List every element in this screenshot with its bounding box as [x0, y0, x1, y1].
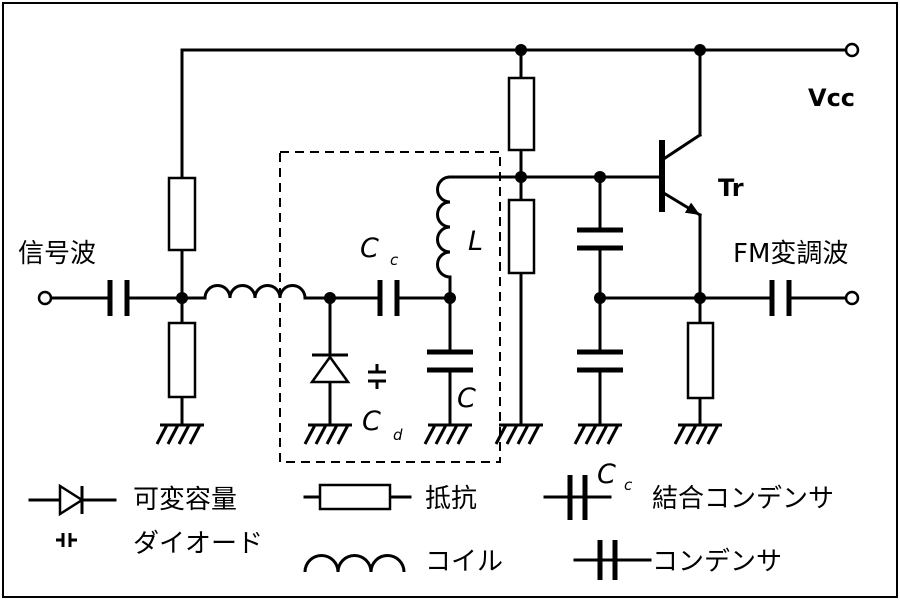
legend-coil-label: コイル — [425, 547, 503, 577]
resistor-bias-upper — [507, 76, 536, 152]
ground-symbols — [155, 423, 722, 445]
transistor-tr — [659, 132, 703, 218]
coupling-cap-subscript: c — [390, 251, 399, 269]
vcc-label: Vcc — [808, 84, 855, 112]
input-coil — [203, 284, 307, 299]
capacitor-c-label: C — [457, 383, 476, 414]
capacitor-c — [427, 349, 473, 373]
coil-l-label: L — [468, 226, 483, 257]
resistor-input-lower — [167, 321, 197, 399]
junction-dots — [176, 44, 706, 304]
transistor-label: Tr — [718, 174, 744, 202]
output-terminal — [844, 290, 860, 306]
legend-coupling-capacitor-label: 結合コンデンサ — [652, 484, 834, 514]
legend-coupling-cap-symbol: C — [597, 459, 616, 490]
tank-wires — [303, 275, 452, 427]
varactor-cap-symbol: C — [362, 406, 381, 437]
resonant-circuit-box — [279, 151, 501, 463]
legend-resistor-label: 抵抗 — [425, 484, 477, 514]
resistor-emitter — [686, 321, 715, 400]
input-signal-label: 信号波 — [18, 239, 96, 269]
ground-icon — [673, 423, 722, 445]
coupling-cap-symbol: C — [360, 233, 379, 264]
legend-coil-symbol — [303, 554, 406, 573]
output-signal-label: FM変調波 — [733, 239, 848, 269]
coil-l — [436, 175, 451, 279]
legend-varactor-label-line1: 可変容量 — [133, 485, 237, 515]
ground-icon — [573, 423, 622, 445]
capacitor-feedback-lower — [577, 349, 623, 373]
ground-icon — [155, 423, 204, 445]
legend-coupling-cap-subscript: c — [624, 476, 633, 494]
input-coupling-capacitor — [107, 280, 130, 316]
emitter-arrow-icon — [684, 202, 700, 215]
vcc-terminal — [844, 42, 860, 58]
legend-varactor-label-line2: ダイオード — [133, 529, 263, 559]
legend-varactor-symbol — [28, 483, 117, 547]
ground-icon — [303, 423, 352, 445]
input-terminal — [37, 290, 53, 306]
varactor-capacitance-icon — [368, 364, 386, 389]
resistor-bias-lower — [507, 198, 536, 275]
ground-icon — [423, 423, 472, 445]
legend-capacitor-label: コンデンサ — [652, 547, 782, 577]
varactor-diode — [309, 353, 351, 384]
legend-coupling-capacitor-symbol — [543, 475, 612, 520]
input-branch-wires — [49, 48, 207, 427]
legend: 可変容量 ダイオード 抵抗 C c 結合コンデンサ コイル コンデンサ — [28, 459, 834, 580]
output-wires — [598, 48, 848, 427]
output-coupling-capacitor — [769, 280, 792, 316]
legend-resistor-symbol — [303, 483, 412, 511]
coupling-capacitor-cc — [377, 280, 400, 316]
legend-capacitor-symbol — [573, 540, 652, 580]
resistor-input-upper — [167, 176, 197, 252]
varactor-cap-subscript: d — [393, 426, 403, 444]
circuit-wires — [49, 48, 848, 427]
capacitor-feedback-upper — [577, 227, 623, 251]
ground-icon — [494, 423, 543, 445]
